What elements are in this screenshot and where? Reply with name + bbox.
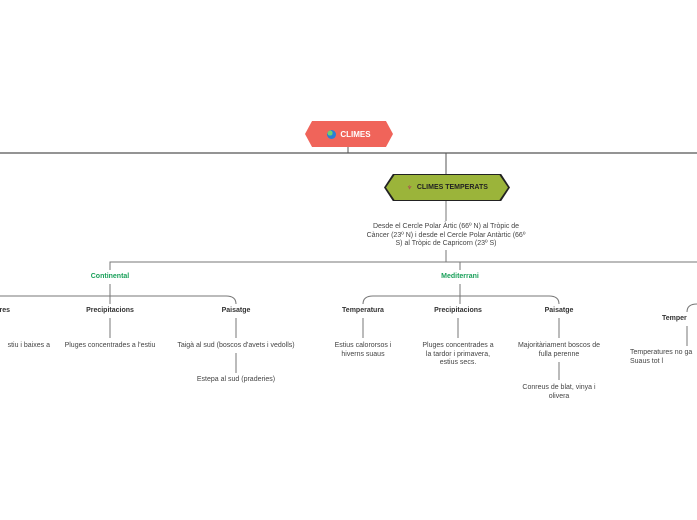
mediterranean-temperature-text[interactable]: Estius calororsos i hiverns suaus bbox=[334, 342, 392, 358]
continental-landscape-text-2[interactable]: Estepa al sud (praderies) bbox=[196, 376, 276, 383]
mediterranean-precipitation-label[interactable]: Precipitacions bbox=[434, 307, 482, 314]
temperate-description[interactable]: Desde el Cercle Polar Àrtic (66º N) al T… bbox=[366, 223, 526, 247]
category-continental[interactable]: Continental bbox=[90, 273, 130, 280]
continental-landscape-label[interactable]: Paisatge bbox=[221, 307, 251, 314]
root-node-climes[interactable]: CLIMES bbox=[305, 121, 393, 147]
category-mediterranean[interactable]: Mediterrani bbox=[441, 273, 479, 280]
oceanic-temperature-text[interactable]: Temperatures no ga Suaus tot l bbox=[630, 349, 693, 365]
mediterranean-precipitation-text[interactable]: Pluges concentrades a la tardor i primav… bbox=[422, 342, 494, 366]
continental-precipitation-label[interactable]: Precipitacions bbox=[86, 307, 134, 314]
temperate-label: CLIMES TEMPERATS bbox=[416, 184, 488, 191]
globe-icon bbox=[327, 129, 337, 139]
mediterranean-landscape-label[interactable]: Paisatge bbox=[544, 307, 574, 314]
oceanic-temperature-label[interactable]: Temper bbox=[662, 315, 687, 322]
temperate-node[interactable]: ♆ CLIMES TEMPERATS bbox=[386, 175, 508, 200]
root-label: CLIMES bbox=[340, 129, 371, 139]
continental-temperature-label[interactable]: res bbox=[0, 307, 10, 314]
continental-landscape-text[interactable]: Taigà al sud (boscos d'avets i vedolls) bbox=[177, 342, 295, 349]
continental-temperature-text[interactable]: stiu i baixes a bbox=[7, 342, 50, 349]
plant-icon: ♆ bbox=[406, 182, 413, 192]
mediterranean-landscape-text-2[interactable]: Conreus de blat, vinya i olivera bbox=[522, 384, 596, 400]
mediterranean-landscape-text[interactable]: Majoritàriament boscos de fulla perenne bbox=[517, 342, 601, 358]
continental-precipitation-text[interactable]: Pluges concentrades a l'estiu bbox=[64, 342, 156, 349]
mediterranean-temperature-label[interactable]: Temperatura bbox=[342, 307, 384, 314]
